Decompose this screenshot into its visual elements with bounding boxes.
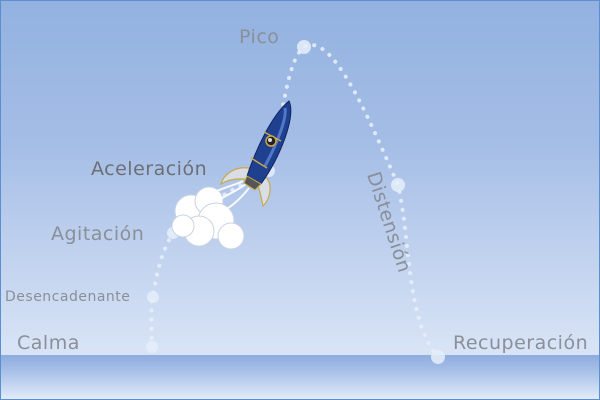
node-pico bbox=[297, 40, 311, 54]
rocket-icon bbox=[171, 100, 292, 250]
smoke-cloud-icon bbox=[171, 186, 245, 250]
stage-label-desencadenante: Desencadenante bbox=[5, 289, 131, 305]
stage-label-recuperacion: Recuperación bbox=[453, 332, 589, 354]
stage-label-agitacion: Agitación bbox=[51, 223, 145, 245]
node-distension bbox=[391, 178, 405, 192]
stage-label-aceleracion: Aceleración bbox=[91, 158, 208, 180]
node-recuperacion bbox=[431, 350, 445, 364]
horizon-ground bbox=[1, 355, 599, 399]
node-calma bbox=[146, 341, 158, 353]
stage-label-calma: Calma bbox=[17, 332, 80, 354]
node-desencadenante bbox=[147, 291, 159, 303]
stage-label-pico: Pico bbox=[239, 26, 280, 48]
